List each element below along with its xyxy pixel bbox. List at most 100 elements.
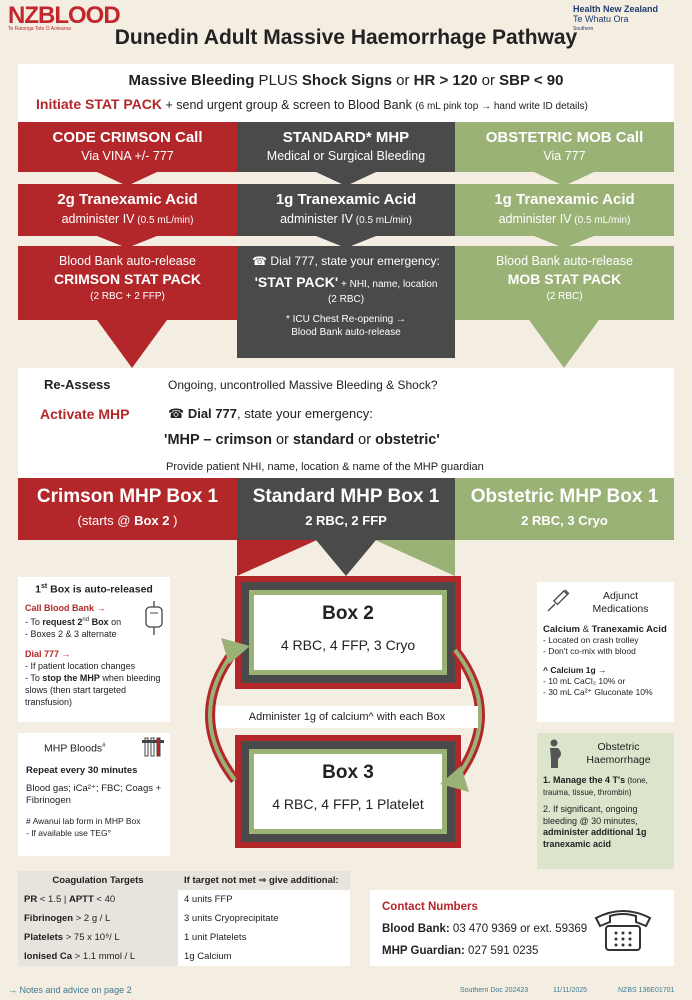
boxes-alternate: - Boxes 2 & 3 alternate <box>25 628 117 639</box>
standard-txa-line: administer IV (0.5 mL/min) <box>237 212 455 226</box>
standard-txa-box: 1g Tranexamic Acid administer IV (0.5 mL… <box>237 184 455 236</box>
standard-pack-line3: (2 RBC) <box>327 294 365 305</box>
mhp-bloods-panel: MHP Bloods# Repeat every 30 minutes Bloo… <box>18 733 170 856</box>
crimson-box1: Crimson MHP Box 1 (starts @ Box 2 ) <box>18 478 237 540</box>
standard-arrow-box1 <box>316 540 376 576</box>
adjunct-title1: Adjunct <box>602 590 639 602</box>
crimson-box1-title: Crimson MHP Box 1 <box>36 486 219 507</box>
standard-box1-sub: 2 RBC, 2 FFP <box>305 513 387 528</box>
bloods-note2: - If available use TEG° <box>26 827 111 838</box>
coag-table-wrap: Coagulation Targets If target not met ⇒ … <box>18 871 350 966</box>
obstetric-call-title: OBSTETRIC MOB Call <box>485 129 644 146</box>
obstetric-arrow-2 <box>534 236 594 248</box>
crimson-pack-line2: CRIMSON STAT PACK <box>54 271 201 287</box>
activate-mhp-dial: Dial 777 <box>187 406 237 421</box>
criteria-line2: Initiate STAT PACK + send urgent group &… <box>36 96 674 112</box>
coag-give: 1 unit Platelets <box>178 928 350 947</box>
criteria-sbp: SBP < 90 <box>499 72 564 89</box>
blood-bag-icon <box>145 601 163 635</box>
crimson-pack-box: Blood Bank auto-release CRIMSON STAT PAC… <box>18 246 237 320</box>
criteria-box: Massive Bleeding PLUS Shock Signs or HR … <box>18 64 674 122</box>
footer-notes[interactable]: → Notes and advice on page 2 <box>8 985 132 995</box>
box3-inner: Box 3 4 RBC, 4 FFP, 1 Platelet <box>254 754 442 829</box>
criteria-line1: Massive Bleeding PLUS Shock Signs or HR … <box>18 72 674 89</box>
calcium-line1: - 10 mL CaCl₂ 10% or <box>543 676 626 686</box>
box3-content: 4 RBC, 4 FFP, 1 Platelet <box>272 796 424 812</box>
obstetric-box1: Obstetric MHP Box 1 2 RBC, 3 Cryo <box>455 478 674 540</box>
right-arrow-head <box>440 766 469 792</box>
stop-mhp: - To stop the MHP when bleeding slows (t… <box>25 672 163 708</box>
obstetric-txa-title: 1g Tranexamic Acid <box>494 191 635 208</box>
reassess-box: Re-Assess Ongoing, uncontrolled Massive … <box>18 368 674 478</box>
nzblood-logo-sub: Te Ratonga Toto O Aotearoa <box>8 26 72 32</box>
ca-line2: - Don't co-mix with blood <box>543 646 636 656</box>
obstetric-point1: 1. Manage the 4 T's (tone, trauma, tissu… <box>543 775 668 798</box>
crimson-call-title: CODE CRIMSON Call <box>52 129 203 146</box>
box2-content: 4 RBC, 4 FFP, 3 Cryo <box>280 637 416 653</box>
contact-mhp-value: 027 591 0235 <box>464 945 539 957</box>
contact-mhp-label: MHP Guardian: <box>382 945 465 957</box>
obstetric-pack-box: Blood Bank auto-release MOB STAT PACK (2… <box>455 246 674 320</box>
obstetric-point2: 2. If significant, ongoing bleeding @ 30… <box>543 804 668 850</box>
obstetric-pack-line1: Blood Bank auto-release <box>496 254 633 268</box>
activate-mhp-text: ☎ Dial 777, state your emergency: <box>168 406 373 422</box>
obstetric-converge <box>375 540 455 576</box>
standard-arrow-1 <box>316 172 376 186</box>
bloods-title-sup: # <box>102 743 106 749</box>
criteria-massive-bleeding: Massive Bleeding <box>128 72 255 89</box>
standard-pack-nhi: + NHI, name, location <box>338 279 438 290</box>
box2-dark-border: Box 2 4 RBC, 4 FFP, 3 Cryo <box>241 582 455 683</box>
crimson-arrow-2 <box>97 236 157 248</box>
obstetric-txa-line: administer IV (0.5 mL/min) <box>455 212 674 226</box>
mhp-or1: or <box>271 432 293 448</box>
standard-call-sub: Medical or Surgical Bleeding <box>266 149 426 163</box>
bloods-title: MHP Bloods# <box>44 740 162 755</box>
footer-nzbs: NZBS 136E01701 <box>618 987 675 994</box>
phone-icon-2: ☎ <box>168 406 188 421</box>
first-box-title: 1st Box is auto-released <box>25 581 163 596</box>
nzblood-logo-text: NZBLOOD <box>8 2 121 29</box>
obstetric-txa-rate: (0.5 mL/min) <box>571 215 631 226</box>
stop-c: when bleeding slows (then start targeted… <box>25 672 161 707</box>
criteria-or1: or <box>391 72 414 89</box>
standard-txa-rate: (0.5 mL/min) <box>353 215 412 226</box>
coag-target-rest: > 75 x 10⁹/ L <box>63 932 120 943</box>
coag-target-rest2: < 40 <box>93 894 116 905</box>
standard-call-box: STANDARD* MHP Medical or Surgical Bleedi… <box>237 122 455 172</box>
obstetric-pack-line3: (2 RBC) <box>546 291 583 302</box>
location-changes: - If patient location changes <box>25 660 136 671</box>
activate-mhp-label: Activate MHP <box>40 406 130 422</box>
obstetric-pack-line2: MOB STAT PACK <box>507 271 622 287</box>
test-tubes-icon <box>142 737 164 757</box>
coag-table: Coagulation Targets If target not met ⇒ … <box>18 871 350 966</box>
coag-target: Platelets > 75 x 10⁹/ L <box>18 928 178 947</box>
standard-pack-statpack: 'STAT PACK' <box>254 274 339 290</box>
coag-give: 1g Calcium <box>178 947 350 966</box>
hnz-line1: Health New Zealand <box>573 4 659 14</box>
obstetric-call-sub: Via 777 <box>543 149 586 163</box>
coag-header-targets: Coagulation Targets <box>52 875 144 886</box>
request-b: request 2 <box>42 616 83 627</box>
first-box-title-a: 1 <box>35 583 41 596</box>
reassess-label: Re-Assess <box>44 377 111 392</box>
box3-title: Box 3 <box>322 762 374 783</box>
crimson-arrow-1 <box>97 172 157 186</box>
coag-give: 4 units FFP <box>178 890 350 909</box>
obstetric-arrow-3 <box>529 320 599 368</box>
box2-inner: Box 2 4 RBC, 4 FFP, 3 Cryo <box>254 595 442 670</box>
standard-call-title: STANDARD* MHP <box>282 129 410 146</box>
stop-a: - To <box>25 672 43 683</box>
adjunct-title2: Medications <box>592 603 649 615</box>
request-sup: nd <box>82 616 90 623</box>
coag-target-bold: Platelets <box>24 932 64 943</box>
box3-dark-border: Box 3 4 RBC, 4 FFP, 1 Platelet <box>241 741 455 842</box>
pregnant-woman-icon <box>550 739 561 768</box>
crimson-txa-title: 2g Tranexamic Acid <box>57 191 198 208</box>
coag-target-bold: Ionised Ca <box>24 951 73 962</box>
table-row: Platelets > 75 x 10⁹/ L 1 unit Platelets <box>18 928 350 947</box>
calcium-head: ^ Calcium 1g → <box>543 665 607 675</box>
box3-green-border: Box 3 4 RBC, 4 FFP, 1 Platelet <box>249 749 447 834</box>
